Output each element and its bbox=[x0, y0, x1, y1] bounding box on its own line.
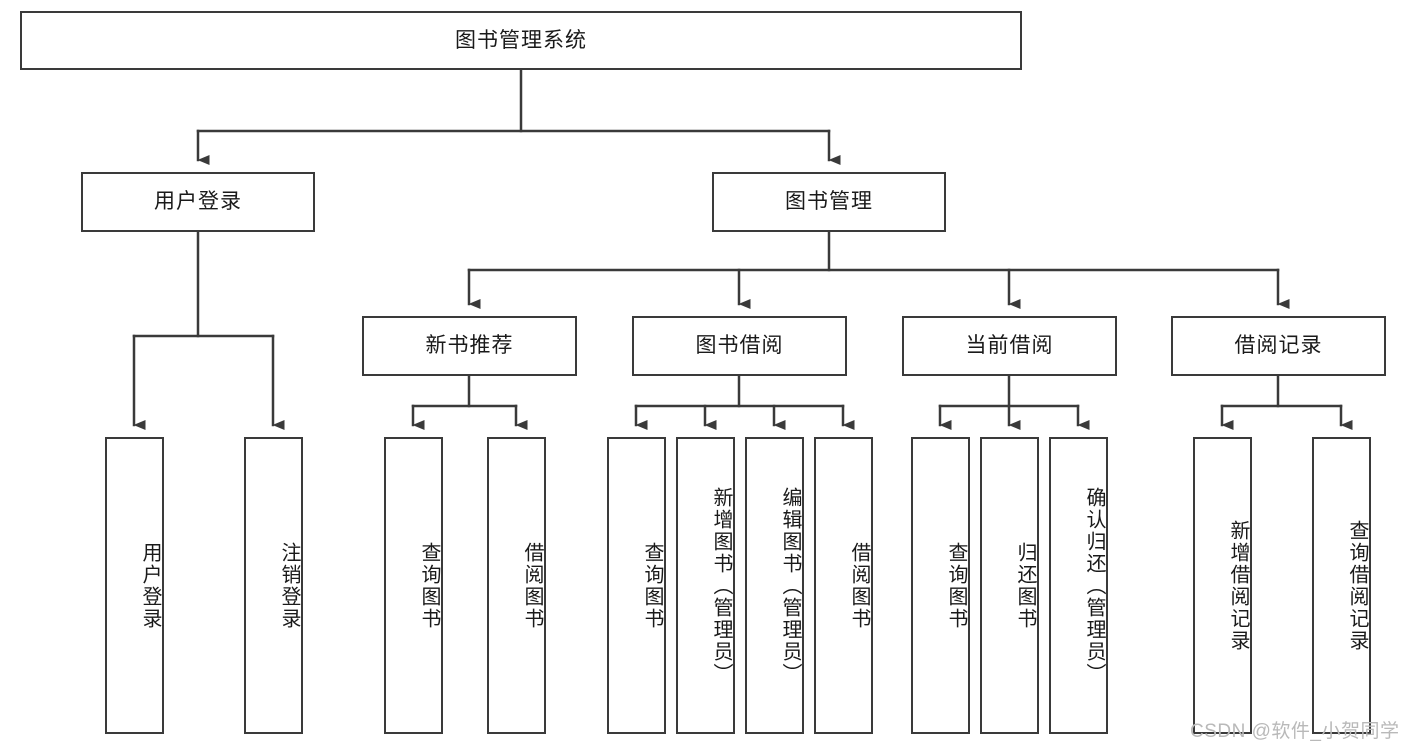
leaf-label: 编辑图书（管理员） bbox=[779, 486, 801, 685]
leaf-book-borrow-edit[interactable]: 编辑图书（管理员） bbox=[745, 437, 804, 734]
node-book-manage-label: 图书管理 bbox=[785, 190, 873, 214]
leaf-label: 确认归还（管理员） bbox=[1083, 486, 1105, 685]
leaf-current-borrow-query[interactable]: 查询图书 bbox=[911, 437, 970, 734]
leaf-label: 查询借阅记录 bbox=[1346, 519, 1368, 652]
node-current-borrow-label: 当前借阅 bbox=[965, 334, 1054, 358]
leaf-label: 查询图书 bbox=[418, 541, 440, 630]
leaf-borrow-record-query[interactable]: 查询借阅记录 bbox=[1312, 437, 1371, 734]
node-current-borrow[interactable]: 当前借阅 bbox=[902, 316, 1117, 376]
leaf-label: 归还图书 bbox=[1014, 541, 1036, 630]
leaf-label: 用户登录 bbox=[139, 541, 161, 630]
leaf-label: 新增借阅记录 bbox=[1227, 519, 1249, 652]
leaf-label: 借阅图书 bbox=[521, 541, 543, 630]
node-new-book-recommend[interactable]: 新书推荐 bbox=[362, 316, 577, 376]
leaf-book-borrow-add[interactable]: 新增图书（管理员） bbox=[676, 437, 735, 734]
node-book-borrow-label: 图书借阅 bbox=[695, 334, 784, 358]
leaf-user-login-signin[interactable]: 用户登录 bbox=[105, 437, 164, 734]
leaf-current-borrow-return[interactable]: 归还图书 bbox=[980, 437, 1039, 734]
node-borrow-record[interactable]: 借阅记录 bbox=[1171, 316, 1386, 376]
leaf-book-borrow-borrow[interactable]: 借阅图书 bbox=[814, 437, 873, 734]
leaf-new-book-query[interactable]: 查询图书 bbox=[384, 437, 443, 734]
node-user-login[interactable]: 用户登录 bbox=[81, 172, 315, 232]
node-book-borrow[interactable]: 图书借阅 bbox=[632, 316, 847, 376]
leaf-label: 借阅图书 bbox=[848, 541, 870, 630]
leaf-label: 注销登录 bbox=[278, 541, 300, 630]
leaf-current-borrow-confirm[interactable]: 确认归还（管理员） bbox=[1049, 437, 1108, 734]
node-book-manage[interactable]: 图书管理 bbox=[712, 172, 946, 232]
node-borrow-record-label: 借阅记录 bbox=[1234, 334, 1323, 358]
leaf-borrow-record-add[interactable]: 新增借阅记录 bbox=[1193, 437, 1252, 734]
node-user-login-label: 用户登录 bbox=[154, 190, 242, 214]
leaf-label: 新增图书（管理员） bbox=[710, 486, 732, 685]
node-new-book-recommend-label: 新书推荐 bbox=[425, 334, 514, 358]
node-root[interactable]: 图书管理系统 bbox=[20, 11, 1022, 70]
leaf-new-book-borrow[interactable]: 借阅图书 bbox=[487, 437, 546, 734]
node-root-label: 图书管理系统 bbox=[455, 28, 587, 52]
leaf-user-login-signout[interactable]: 注销登录 bbox=[244, 437, 303, 734]
leaf-label: 查询图书 bbox=[641, 541, 663, 630]
leaf-label: 查询图书 bbox=[945, 541, 967, 630]
leaf-book-borrow-query[interactable]: 查询图书 bbox=[607, 437, 666, 734]
